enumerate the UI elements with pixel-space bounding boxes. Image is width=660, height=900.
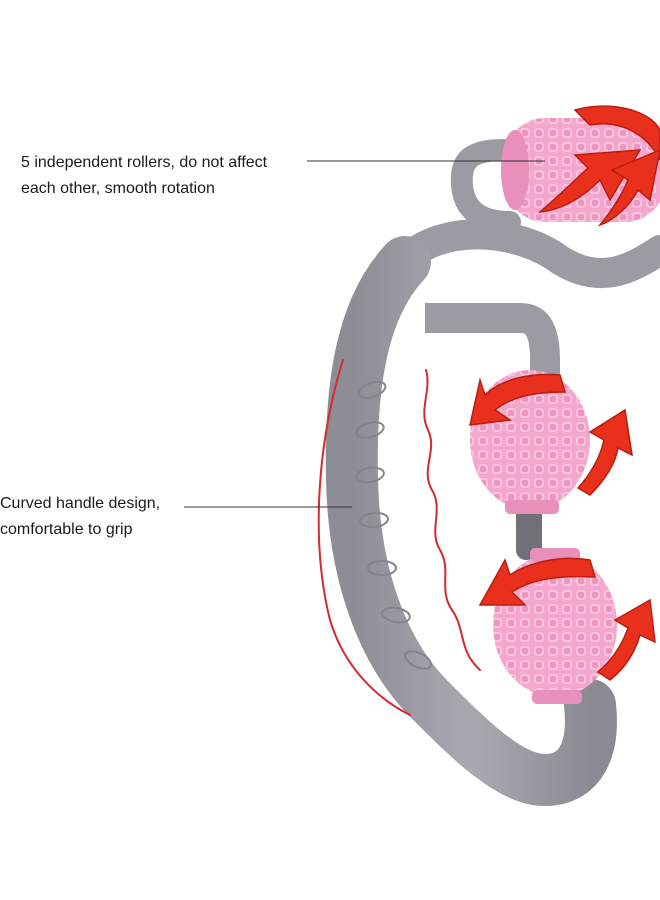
rotation-arrow-icon (537, 149, 642, 213)
handle-callout-line1: Curved handle design, (0, 495, 161, 512)
rotation-arrow-icon (478, 557, 597, 606)
curved-grip (325, 236, 617, 807)
rotation-arrow-icon (469, 373, 567, 426)
rollers-callout-line2: each other, smooth rotation (21, 180, 215, 197)
handle-callout-line2: comfortable to grip (0, 521, 133, 538)
rotation-arrow-icon (597, 149, 660, 227)
handle-callout: Curved handle design, comfortable to gri… (0, 491, 160, 543)
rollers-callout-line1: 5 independent rollers, do not affect (21, 154, 268, 171)
rotation-arrow-icon (596, 598, 656, 681)
rotation-arrow-icon (576, 408, 633, 496)
motion-line (317, 359, 411, 716)
motion-line (423, 369, 481, 671)
rollers-callout: 5 independent rollers, do not affect eac… (21, 150, 267, 202)
rotation-arrow-icon (573, 105, 660, 161)
